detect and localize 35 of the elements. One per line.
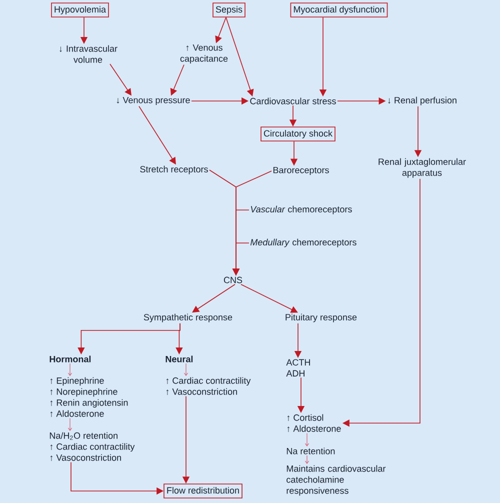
step-label: ↓ Renal perfusion (388, 96, 456, 106)
effect-list: ↑ Cardiac contractility ↑ Vasoconstriction (166, 377, 251, 395)
arrow (226, 17, 254, 96)
step-label: ↓ Venous pressure (116, 96, 190, 106)
arrow (192, 284, 236, 313)
step-label: Renal juxtaglomerular apparatus (378, 158, 466, 178)
effect-list: ↑ Cortisol ↑ Aldosterone (287, 414, 341, 432)
step-label: Stretch receptors (140, 166, 208, 174)
condition-box: Myocardial dysfunction (290, 2, 388, 18)
condition-box: Hypovolemia (51, 2, 109, 18)
effect-text: Maintains cardiovascular catecholamine responsiveness (286, 465, 386, 496)
step-label: Baroreceptors (273, 166, 329, 176)
step-label: CNS (224, 276, 242, 284)
small-arrow (304, 432, 310, 446)
step-label: Sympathetic response (144, 314, 232, 322)
small-arrow (68, 418, 72, 431)
step-label: Cardiovascular stress (250, 98, 336, 104)
condition-box: Sepsis (212, 2, 246, 18)
step-label: ↓ Intravascular volume (60, 45, 118, 63)
branch-heading: Neural (166, 356, 193, 362)
step-label: Pituitary response (286, 314, 357, 322)
hormone-list: ACTH ADH (286, 359, 310, 376)
outcome-box: Flow redistribution (164, 484, 242, 498)
step-label: Vascular chemoreceptors (250, 206, 352, 214)
step-label: ↑ Venous capacitance (180, 44, 228, 64)
arrow (240, 284, 298, 313)
branch-heading: Hormonal (50, 356, 91, 362)
step-label: Na retention (286, 448, 335, 454)
outcome-box: Circulatory shock (260, 126, 336, 142)
step-label: Medullary chemoreceptors (250, 238, 356, 248)
effect-list: ↑ Epinephrine ↑ Norepinephrine ↑ Renin angiotensin ↑ Aldosterone (50, 377, 128, 417)
small-arrow (184, 363, 188, 376)
effect-list: Na/H$_{2}$O retention ↑ Cardiac contractility ↑ Vasoconstriction (50, 432, 135, 461)
small-arrow (304, 455, 310, 464)
small-arrow (68, 363, 72, 376)
